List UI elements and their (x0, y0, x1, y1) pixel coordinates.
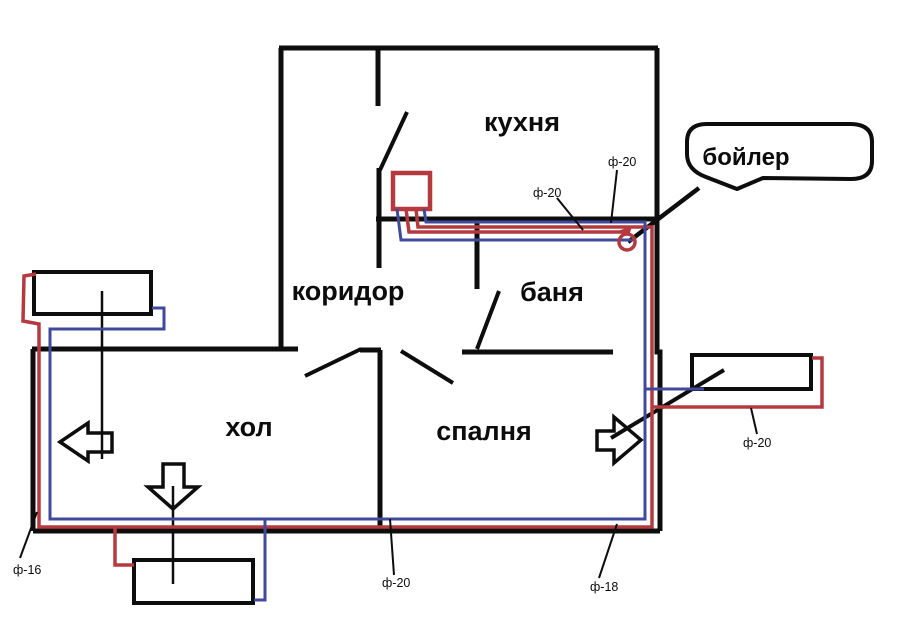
radiator-right (690, 353, 813, 391)
pipe-label-f20-top-right: ф-20 (608, 155, 636, 169)
boiler-callout-bubble (685, 122, 874, 191)
room-label-hall: хол (225, 412, 272, 442)
pipe-cold-main-loop (48, 208, 647, 521)
callout-label-boiler: бойлер (702, 144, 789, 171)
pipe-label-f20-top-left: ф-20 (533, 186, 561, 200)
door-swing-hall (304, 347, 362, 378)
room-label-bedroom: спалня (436, 416, 532, 446)
room-label-bath: баня (520, 277, 584, 307)
leader-f20-right (750, 407, 758, 435)
leader-f20-top-left (556, 197, 584, 231)
pipe-label-f20-bottom: ф-20 (382, 576, 410, 590)
pipe-cold-bottom-radiator (254, 519, 267, 602)
pipe-label-f20-right: ф-20 (743, 436, 771, 450)
leader-f20-top-right (610, 169, 618, 224)
pipe-hot-bottom-radiator (113, 527, 134, 567)
door-swing-kitchen (378, 111, 409, 171)
pipe-hot-boiler-feed (404, 208, 621, 234)
arrow-left (56, 419, 114, 465)
leader-f18-bottom (598, 523, 618, 579)
stove-box (390, 170, 433, 212)
boiler-connection-circle (617, 232, 637, 252)
boiler-pointer (626, 186, 701, 244)
radiator-right-pointer (609, 368, 726, 440)
wall-right-outer (654, 48, 663, 531)
radiator-upper-left (32, 270, 153, 316)
boiler-connection-tip (615, 226, 632, 236)
pipe-label-f16-bottom-left: ф-16 (13, 563, 41, 577)
room-label-corridor: коридор (292, 276, 405, 306)
door-swing-bath (475, 290, 501, 350)
pipe-cold-boiler-return (395, 208, 633, 242)
room-label-kitchen: кухня (484, 107, 560, 137)
door-swing-bedroom (399, 349, 455, 385)
pipe-hot-main-loop (21, 208, 654, 529)
arrow-right (595, 413, 644, 467)
pipe-hot-right-radiator (652, 356, 824, 409)
radiator-bottom (132, 558, 255, 605)
pipe-label-f18-bottom: ф-18 (590, 580, 618, 594)
leader-f16-bottom (19, 511, 38, 559)
leader-f20-bottom (389, 518, 395, 576)
